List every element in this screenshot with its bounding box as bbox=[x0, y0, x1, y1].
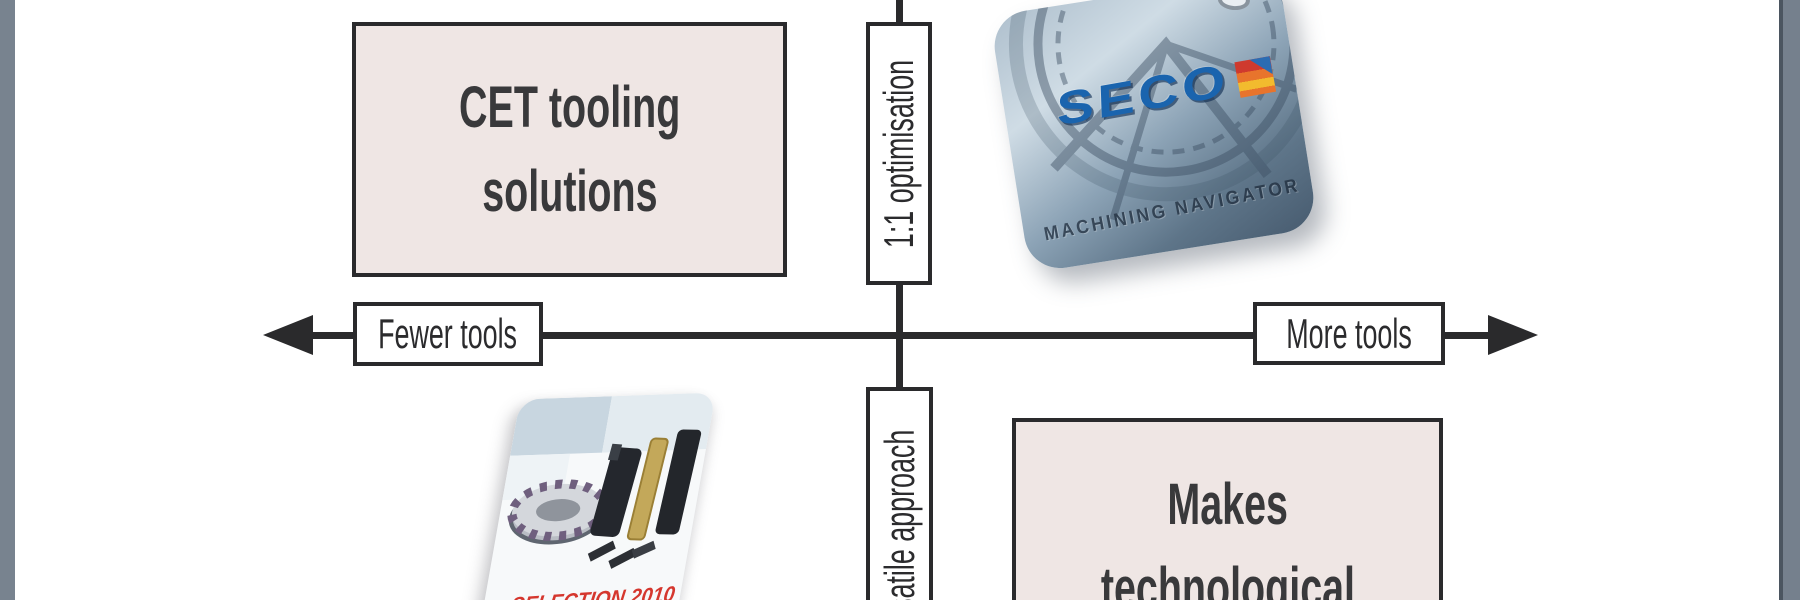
right-page-edge-bar bbox=[1779, 0, 1800, 600]
fewer-tools-label: Fewer tools bbox=[378, 310, 518, 357]
tools-photo-graphic bbox=[507, 429, 702, 569]
optimisation-label: 1:1 optimisation bbox=[875, 59, 922, 248]
left-page-edge-bar bbox=[0, 0, 15, 600]
selection-catalogue-cover: SELECTION 2010 bbox=[478, 392, 716, 600]
versatile-approach-label: Versatile approach bbox=[875, 429, 923, 600]
makes-technological-box: Makes technological bbox=[1012, 418, 1443, 600]
optimisation-label-box: 1:1 optimisation bbox=[866, 22, 932, 285]
seco-machining-navigator-booklet: SECO MACHINING NAVIGATOR bbox=[989, 0, 1319, 274]
cet-box-line2: solutions bbox=[481, 158, 658, 224]
more-tools-label: More tools bbox=[1286, 309, 1412, 357]
makes-box-line2: technological bbox=[1100, 556, 1355, 600]
compass-engraving-graphic bbox=[1008, 0, 1319, 221]
more-tools-label-box: More tools bbox=[1253, 302, 1445, 365]
seco-flag-icon bbox=[1234, 55, 1276, 98]
cet-box-line1: CET tooling bbox=[458, 74, 681, 140]
right-arrowhead-icon bbox=[1488, 315, 1538, 355]
makes-box-line1: Makes bbox=[1167, 472, 1288, 537]
cet-tooling-solutions-box: CET tooling solutions bbox=[352, 22, 787, 277]
seco-flag-corner bbox=[1234, 56, 1276, 98]
fewer-tools-label-box: Fewer tools bbox=[353, 302, 543, 366]
horizontal-axis-line bbox=[280, 332, 1520, 339]
versatile-approach-label-box: Versatile approach bbox=[866, 387, 933, 600]
left-arrowhead-icon bbox=[263, 315, 313, 355]
